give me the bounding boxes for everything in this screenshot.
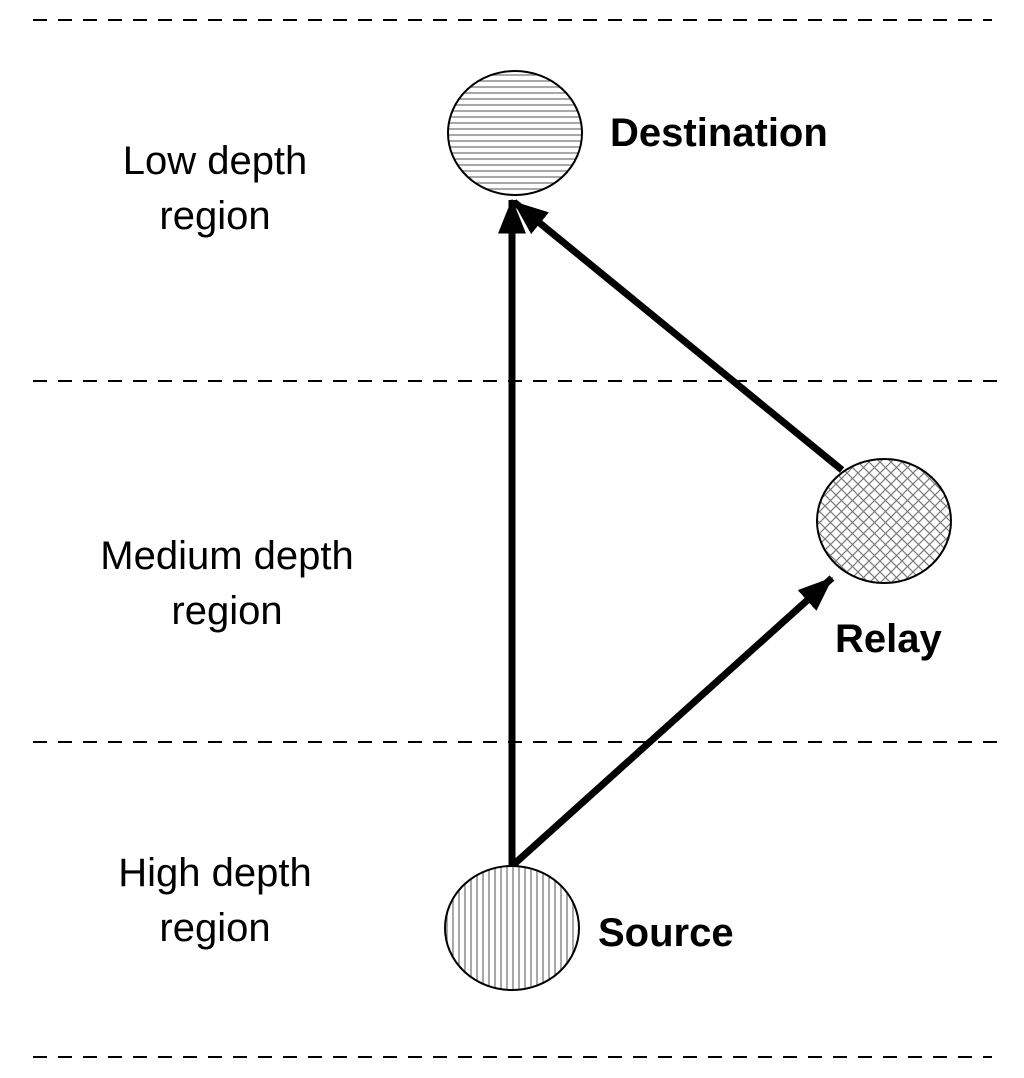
relay-label: Relay	[835, 617, 942, 661]
source-node	[444, 865, 580, 991]
region-label-low-line2: region	[159, 194, 270, 238]
region-label-high-line2: region	[159, 906, 270, 950]
region-label-medium-line1: Medium depth	[100, 534, 353, 578]
region-label-medium-line2: region	[171, 589, 282, 633]
link-relay-to-destination	[511, 199, 845, 473]
destination-label: Destination	[610, 111, 828, 155]
source-label: Source	[598, 911, 734, 955]
relay-node	[816, 458, 952, 584]
link-source-to-relay	[509, 575, 835, 869]
region-label-high-line1: High depth	[118, 851, 311, 895]
region-label-low-line1: Low depth	[123, 139, 308, 183]
destination-node	[447, 70, 583, 196]
